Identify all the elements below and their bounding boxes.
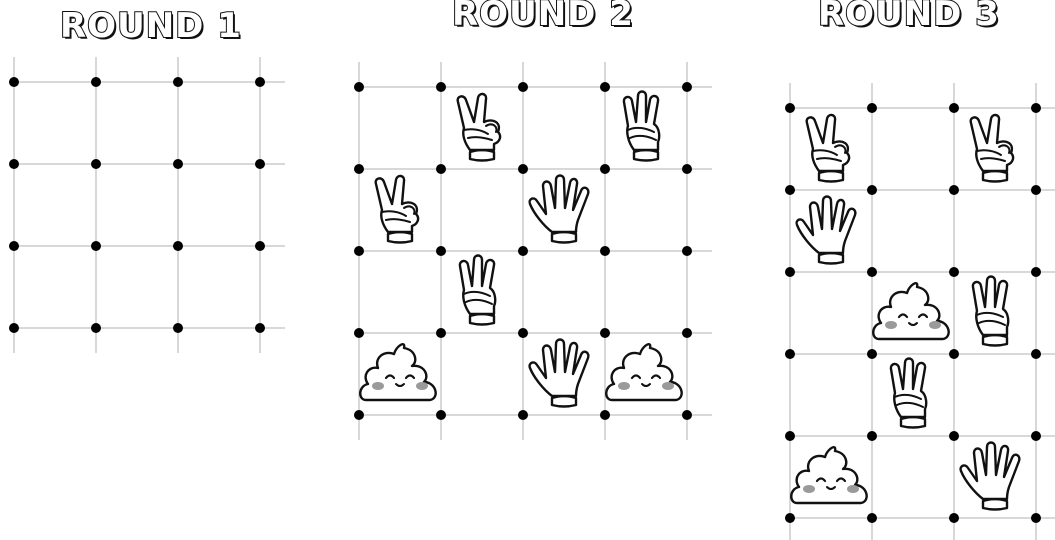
grid-dot[interactable] xyxy=(867,267,877,277)
grid-dot[interactable] xyxy=(785,103,795,113)
grid-dot[interactable] xyxy=(867,185,877,195)
open-hand-icon xyxy=(797,197,856,264)
grid-dot[interactable] xyxy=(785,431,795,441)
three-fingers-hand-icon xyxy=(973,277,1008,346)
peace-hand-icon xyxy=(971,115,1013,182)
poop-icon xyxy=(791,447,866,503)
grid-dot[interactable] xyxy=(785,513,795,523)
grid-dot[interactable] xyxy=(1031,185,1041,195)
grid-dot[interactable] xyxy=(949,103,959,113)
open-hand-icon xyxy=(961,443,1020,510)
grid-dot[interactable] xyxy=(785,349,795,359)
grid-dot[interactable] xyxy=(1031,431,1041,441)
grid-dot[interactable] xyxy=(949,513,959,523)
grid-dot[interactable] xyxy=(949,349,959,359)
grid-dot[interactable] xyxy=(785,267,795,277)
grid-dot[interactable] xyxy=(867,513,877,523)
grid-dot[interactable] xyxy=(949,185,959,195)
grid-dot[interactable] xyxy=(949,267,959,277)
grid-dot[interactable] xyxy=(867,103,877,113)
grid-dot[interactable] xyxy=(949,431,959,441)
grid-dot[interactable] xyxy=(785,185,795,195)
grid-dot[interactable] xyxy=(867,431,877,441)
three-fingers-hand-icon xyxy=(891,359,926,428)
cell-icons xyxy=(791,115,1019,510)
peace-hand-icon xyxy=(807,115,849,182)
grid-dot[interactable] xyxy=(1031,267,1041,277)
poop-icon xyxy=(873,283,948,339)
grid-dot[interactable] xyxy=(1031,513,1041,523)
grid-dot[interactable] xyxy=(1031,103,1041,113)
grid-dot[interactable] xyxy=(1031,349,1041,359)
grid-dot[interactable] xyxy=(867,349,877,359)
